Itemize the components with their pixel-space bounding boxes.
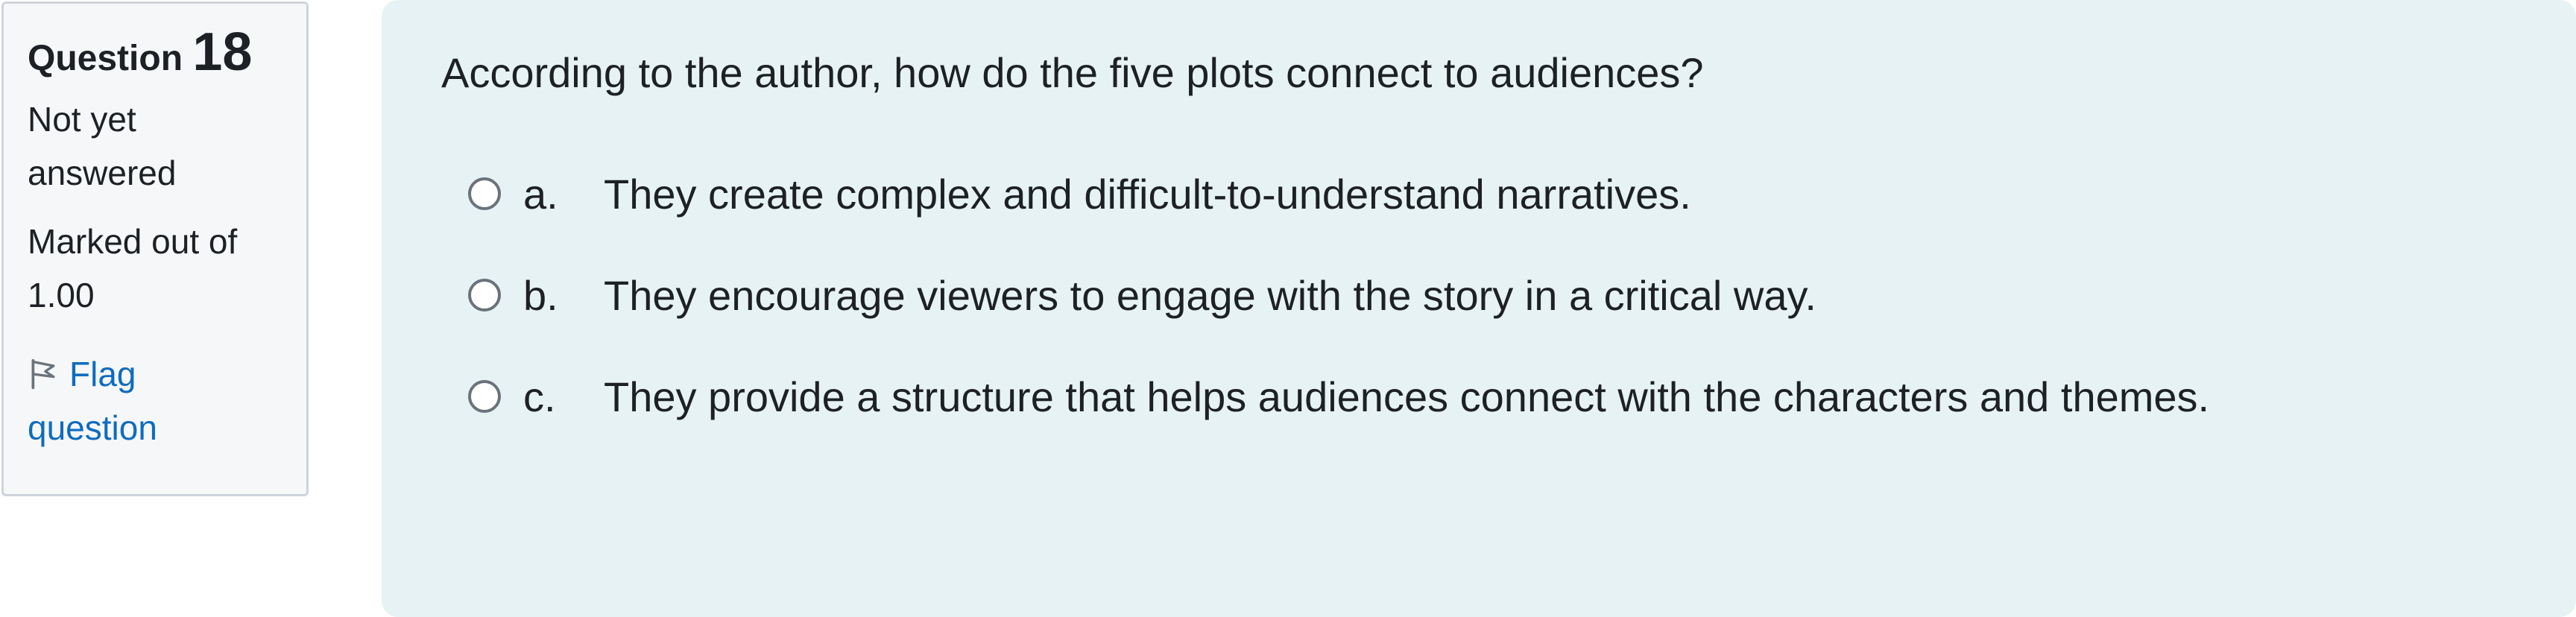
question-content: According to the author, how do the five… xyxy=(382,0,2576,617)
question-text: According to the author, how do the five… xyxy=(441,49,1704,96)
answer-text-c[interactable]: They provide a structure that helps audi… xyxy=(604,373,2210,420)
answer-option-c[interactable]: c. They provide a structure that helps a… xyxy=(441,346,2576,447)
question-label: Question xyxy=(28,39,183,78)
answer-text-a[interactable]: They create complex and difficult-to-und… xyxy=(604,170,1691,218)
answer-text-b[interactable]: They encourage viewers to engage with th… xyxy=(604,271,1816,319)
answer-letter-c: c. xyxy=(523,373,556,420)
answer-letter-b: b. xyxy=(523,271,558,319)
question-grade: Marked out of 1.00 xyxy=(28,222,238,315)
answer-options: a. They create complex and difficult-to-… xyxy=(441,143,2576,447)
question-number-value: 18 xyxy=(192,22,253,82)
flag-question-label: Flag question xyxy=(28,355,157,448)
answer-option-a[interactable]: a. They create complex and difficult-to-… xyxy=(441,143,2576,244)
answer-letter-a: a. xyxy=(523,170,558,218)
question-number: Question 18 xyxy=(28,22,306,82)
radio-button-c[interactable] xyxy=(468,380,501,413)
radio-button-a[interactable] xyxy=(468,177,501,210)
flag-question-link[interactable]: Flag question xyxy=(28,347,251,455)
question-state: Not yet answered xyxy=(28,100,177,193)
answer-option-b[interactable]: b. They encourage viewers to engage with… xyxy=(441,244,2576,346)
flag-icon xyxy=(28,352,60,390)
question-info-panel: Question 18 Not yet answered Marked out … xyxy=(1,1,309,496)
radio-button-b[interactable] xyxy=(468,279,501,311)
